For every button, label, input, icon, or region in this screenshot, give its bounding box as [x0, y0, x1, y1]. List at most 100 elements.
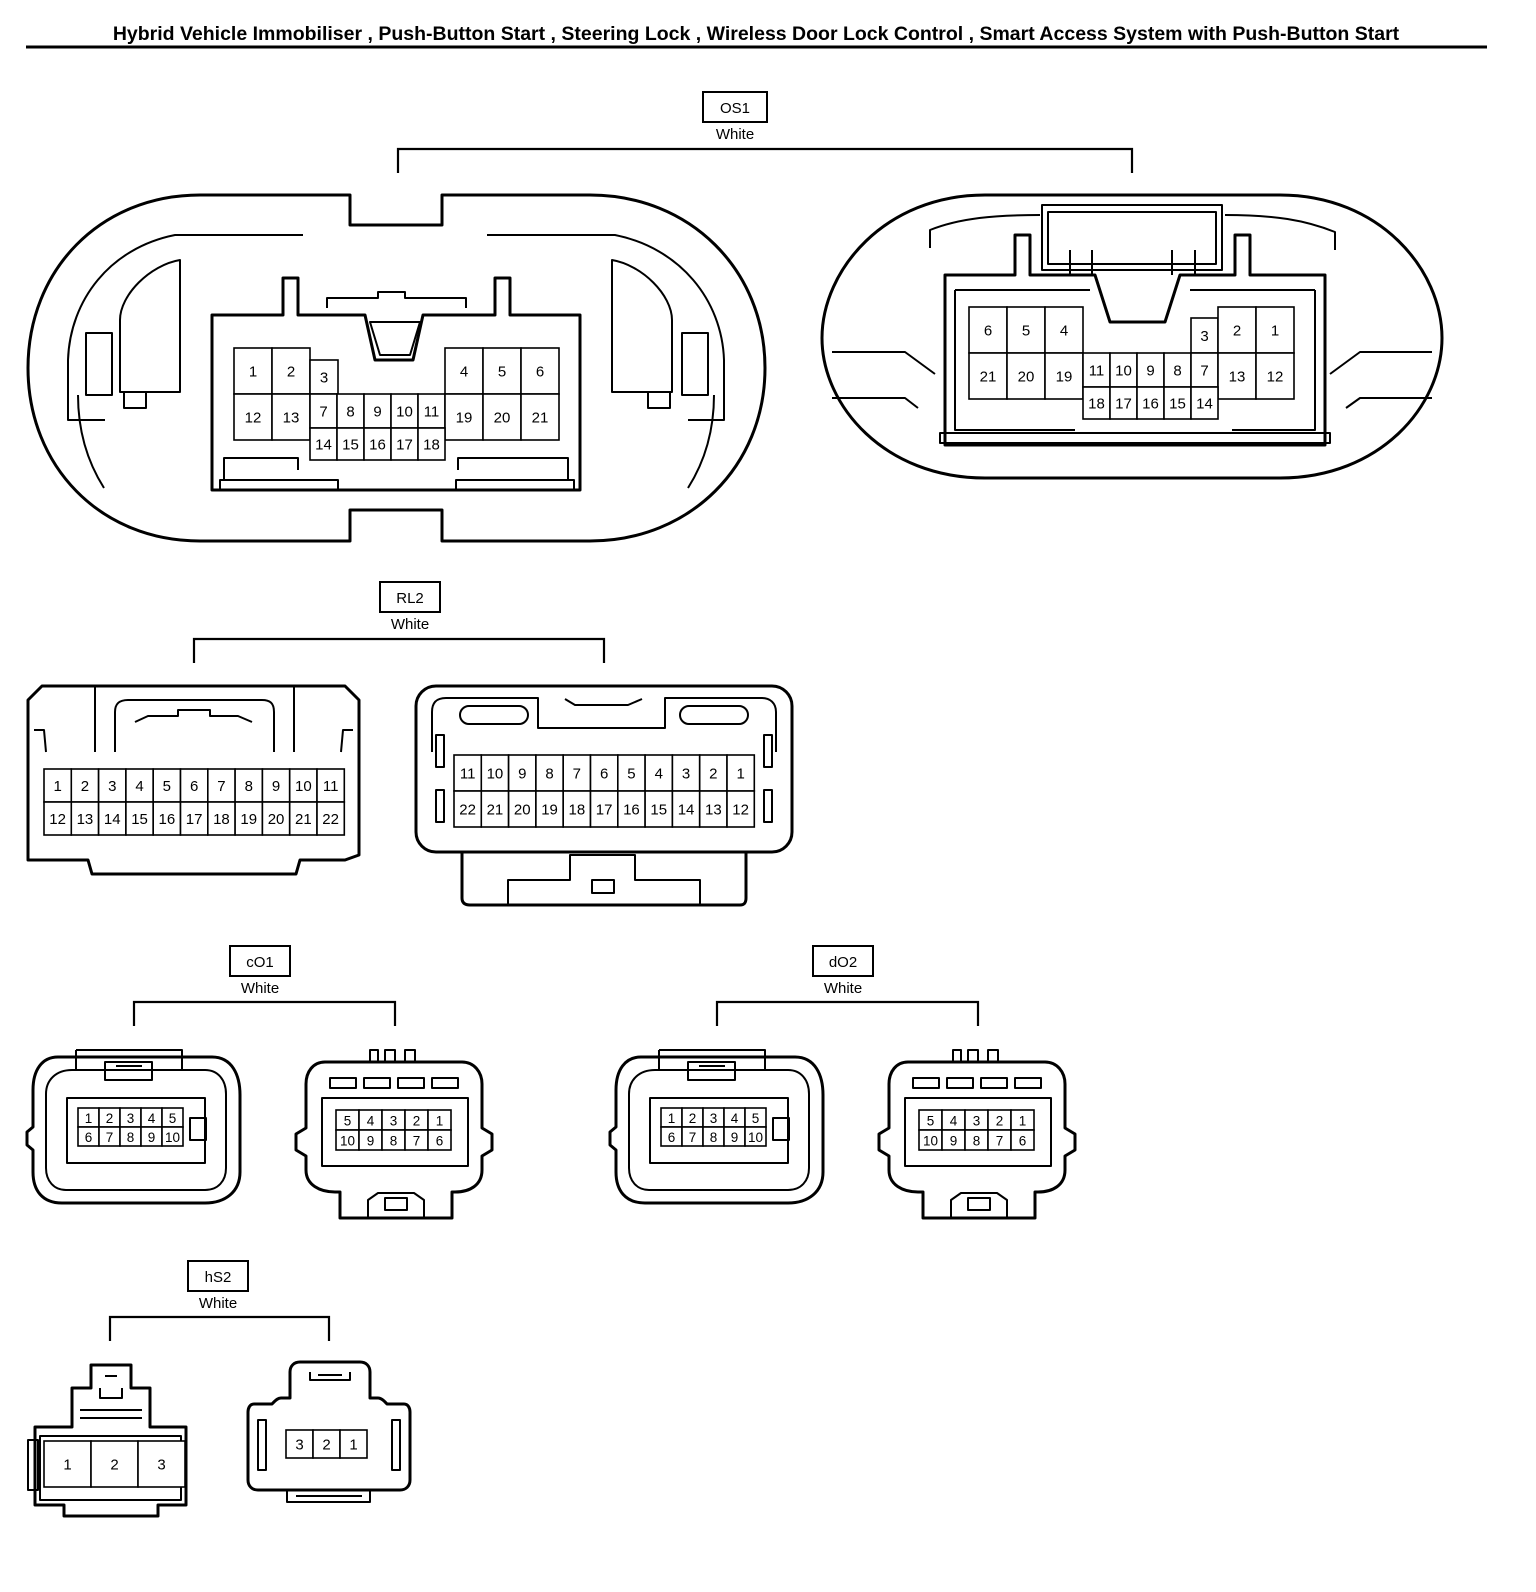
do2-left-pin-8-label: 8 — [710, 1130, 718, 1145]
rl2-right-pin-13-label: 13 — [705, 802, 722, 819]
do2-left-pin-1-label: 1 — [668, 1111, 676, 1126]
rl2-right-pin-14-label: 14 — [678, 802, 695, 819]
os1-right-pin-19-cell — [1044, 352, 1084, 400]
rl2-right-pin-7-label: 7 — [573, 766, 581, 783]
do2-left-pin-7-label: 7 — [689, 1130, 697, 1145]
co1-left-pin-7-label: 7 — [106, 1130, 114, 1145]
rl2-right-lower-body — [460, 850, 748, 907]
os1-right-pin-5-label: 5 — [1022, 323, 1030, 340]
hs2-left-inner-frame — [39, 1435, 182, 1501]
hs2-left-lock — [80, 1375, 142, 1419]
rl2-right-pin-16-label: 16 — [623, 802, 640, 819]
co1-right-top-slots — [329, 1077, 459, 1089]
co1-right-inner-rim — [321, 1097, 469, 1167]
rl2-left-guides — [34, 686, 353, 753]
rl2-left-pin-12-cell — [43, 801, 73, 836]
hs2-right-pin-1-cell — [339, 1429, 368, 1459]
rl2-left-pin-18-label: 18 — [213, 811, 230, 828]
hs2-left-pin-1-label: 1 — [63, 1457, 71, 1474]
os1-right-pin-21-label: 21 — [980, 369, 997, 386]
os1-left-pin-18-cell — [417, 427, 446, 461]
os1-left-pin-19-label: 19 — [456, 410, 473, 427]
os1-left-pin-10-label: 10 — [396, 404, 413, 421]
rl2-left-pin-12-label: 12 — [49, 811, 66, 828]
os1-left-pin-2-cell — [271, 347, 311, 395]
os1-left-pin-16-label: 16 — [369, 437, 386, 454]
os1-right-pin-10-label: 10 — [1115, 363, 1132, 380]
rl2-right-pin-3-label: 3 — [682, 766, 690, 783]
connector-os1-tag: OS1 — [720, 100, 750, 117]
connector-rl2-label: RL2 White — [192, 581, 606, 663]
rl2-right-pin-12-label: 12 — [732, 802, 749, 819]
os1-left-housing — [26, 193, 767, 543]
co1-right-housing — [294, 1060, 494, 1220]
os1-right-pin-2-cell — [1217, 306, 1257, 354]
os1-left-pin-11-label: 11 — [424, 404, 440, 421]
os1-right-pin-2-label: 2 — [1233, 323, 1241, 340]
os1-left-pin-1-cell — [233, 347, 273, 395]
do2-right-top-slots — [912, 1077, 1042, 1089]
do2-left-pin-10-label: 10 — [748, 1130, 763, 1145]
connector-os1-label: OS1 White — [396, 91, 1134, 173]
connector-rl2-tag: RL2 — [396, 590, 424, 607]
rl2-right-pin-9-label: 9 — [518, 766, 526, 783]
rl2-left-pin-4-cell — [125, 768, 155, 803]
rl2-right-lower-latch — [507, 854, 701, 905]
co1-right-pin-5-label: 5 — [344, 1114, 352, 1129]
rl2-left-pin-7-label: 7 — [217, 778, 225, 795]
rl2-left-pin-18-cell — [207, 801, 236, 836]
connector-os1-tag-box — [702, 91, 768, 123]
os1-right-pin-11-cell — [1082, 352, 1111, 388]
connector-co1-tag: cO1 — [246, 954, 274, 971]
rl2-right-pin-1-cell — [726, 754, 756, 792]
rl2-right-key-l1 — [435, 734, 445, 768]
do2-left-pin-5-label: 5 — [752, 1111, 760, 1126]
os1-right-lock-frame — [1041, 204, 1223, 271]
rl2-right-pin-15-label: 15 — [650, 802, 667, 819]
rl2-left-pin-14-label: 14 — [104, 811, 121, 828]
rl2-right-pin-8-label: 8 — [545, 766, 553, 783]
rl2-left-pin-20-label: 20 — [268, 811, 285, 828]
rl2-left-pin-15-label: 15 — [131, 811, 148, 828]
os1-left-pin-housing — [210, 276, 582, 492]
rl2-left-lock-arch — [114, 699, 275, 752]
connector-rl2-color: White — [391, 616, 429, 633]
os1-left-pin-8-cell — [336, 393, 365, 429]
os1-right-pin-19-label: 19 — [1056, 369, 1073, 386]
hs2-right-key-r — [391, 1419, 401, 1471]
os1-right-pin-18-cell — [1082, 386, 1111, 420]
connector-co1-bracket — [132, 1000, 397, 1026]
do2-right-pin-7-label: 7 — [996, 1134, 1004, 1149]
os1-left-key-r — [681, 332, 709, 396]
connector-co1-label: cO1 White — [132, 945, 397, 1026]
os1-left-pin-17-label: 17 — [396, 437, 413, 454]
os1-left-pin-12-cell — [233, 393, 273, 441]
rl2-left-pin-13-label: 13 — [77, 811, 94, 828]
os1-left-bottom-guides — [223, 457, 569, 480]
co1-left-pin-9-label: 9 — [148, 1130, 156, 1145]
rl2-left-pin-16-cell — [152, 801, 182, 836]
connector-do2-label: dO2 White — [715, 945, 980, 1026]
rl2-left-pin-3-label: 3 — [108, 778, 116, 795]
os1-left-bottom-rail-l — [219, 479, 339, 491]
do2-right-top-ribs — [952, 1049, 999, 1062]
hs2-right-bottom-lip — [286, 1490, 371, 1503]
rl2-right-pin-20-label: 20 — [514, 802, 531, 819]
connector-hs2-label: hS2 White — [108, 1260, 331, 1341]
co1-left-pin-2-label: 2 — [106, 1111, 114, 1126]
hs2-left-pin-2-cell — [90, 1440, 139, 1488]
os1-left-bottom-rail-r — [455, 479, 575, 491]
os1-left-arc-bl — [77, 394, 105, 489]
co1-right-pin-6-label: 6 — [436, 1134, 444, 1149]
